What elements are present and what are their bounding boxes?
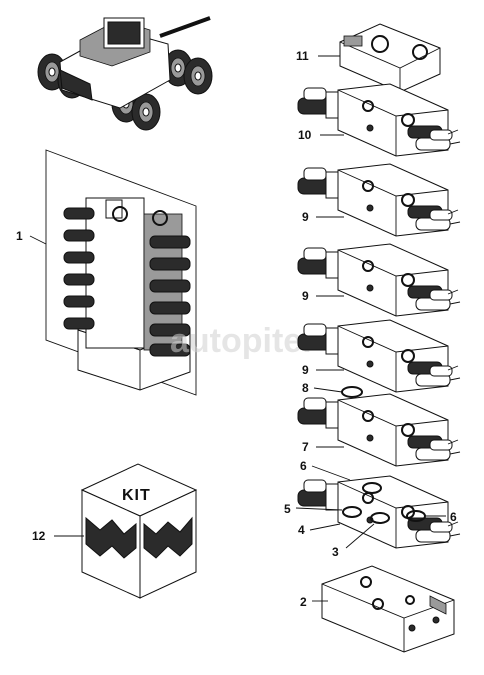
kit-box-12: KIT — [80, 463, 198, 599]
callout-6-lower: 6 — [450, 510, 457, 524]
callout-12: 12 — [32, 529, 46, 543]
valve-assembly-complete — [45, 149, 197, 396]
part-3-oring — [370, 512, 390, 524]
part-5-oring — [342, 506, 362, 518]
part-10-valve-section — [297, 83, 461, 157]
watermark-text: autopiter — [170, 322, 315, 360]
tractor-illustration — [37, 16, 213, 131]
part-8-seal — [341, 386, 363, 398]
callout-8: 8 — [302, 381, 309, 395]
callout-2: 2 — [300, 595, 307, 609]
part-2-base-plate — [321, 565, 455, 653]
callout-3: 3 — [332, 545, 339, 559]
part-4-inlet-section — [297, 475, 461, 549]
callout-9-a: 9 — [302, 210, 309, 224]
kit-label: KIT — [122, 487, 151, 504]
part-11-end-cover — [339, 23, 441, 93]
leader-lines — [29, 55, 446, 602]
callout-5: 5 — [284, 502, 291, 516]
callout-9-c: 9 — [302, 363, 309, 377]
callout-11: 11 — [296, 49, 309, 63]
callout-10: 10 — [298, 128, 312, 142]
assembly-left-solenoids — [63, 207, 95, 330]
assembly-right-actuators — [149, 235, 191, 357]
callout-4: 4 — [298, 523, 305, 537]
callout-6-upper: 6 — [300, 459, 307, 473]
callout-9-b: 9 — [302, 289, 309, 303]
callout-7: 7 — [302, 440, 309, 454]
callout-numbers: 1 2 3 4 5 6 6 7 8 9 9 9 10 11 12 — [16, 49, 457, 609]
part-7-valve-section — [297, 393, 461, 467]
callout-1: 1 — [16, 229, 23, 243]
part-9-valve-section-a — [297, 163, 461, 237]
part-9-valve-section-b — [297, 243, 461, 317]
part-9-valve-section-c — [297, 319, 461, 393]
